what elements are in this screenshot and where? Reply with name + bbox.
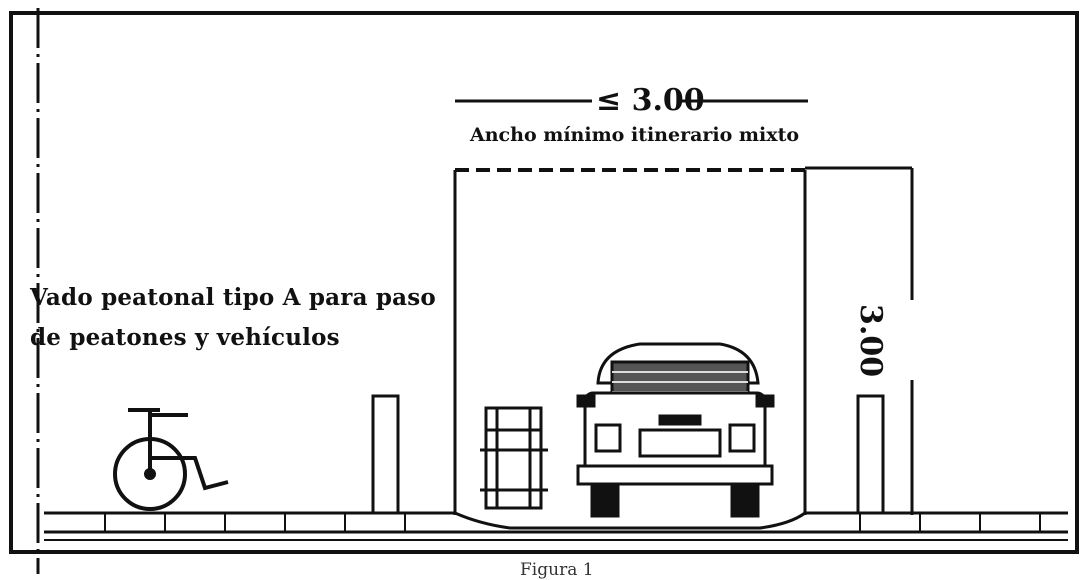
- figure-caption: Figura 1: [520, 560, 594, 580]
- height-dimension-line: [805, 166, 914, 515]
- description-line-2: de peatones y vehículos: [30, 324, 340, 351]
- wheelchair-icon: [113, 408, 229, 511]
- width-dimension-value: ≤ 3.00: [596, 83, 705, 118]
- description-line-1: Vado peatonal tipo A para paso: [30, 284, 436, 311]
- sidewalk-curb: [44, 511, 1068, 541]
- width-dimension-label: Ancho mínimo itinerario mixto: [470, 124, 800, 146]
- car-icon: [576, 342, 775, 518]
- bollard-right: [856, 394, 885, 515]
- bollard-left: [371, 394, 400, 515]
- height-dimension-value: 3.00: [853, 304, 888, 378]
- figure-frame: [9, 11, 1079, 554]
- folded-wheelchair-icon: [480, 406, 548, 510]
- clearance-envelope: [453, 168, 807, 515]
